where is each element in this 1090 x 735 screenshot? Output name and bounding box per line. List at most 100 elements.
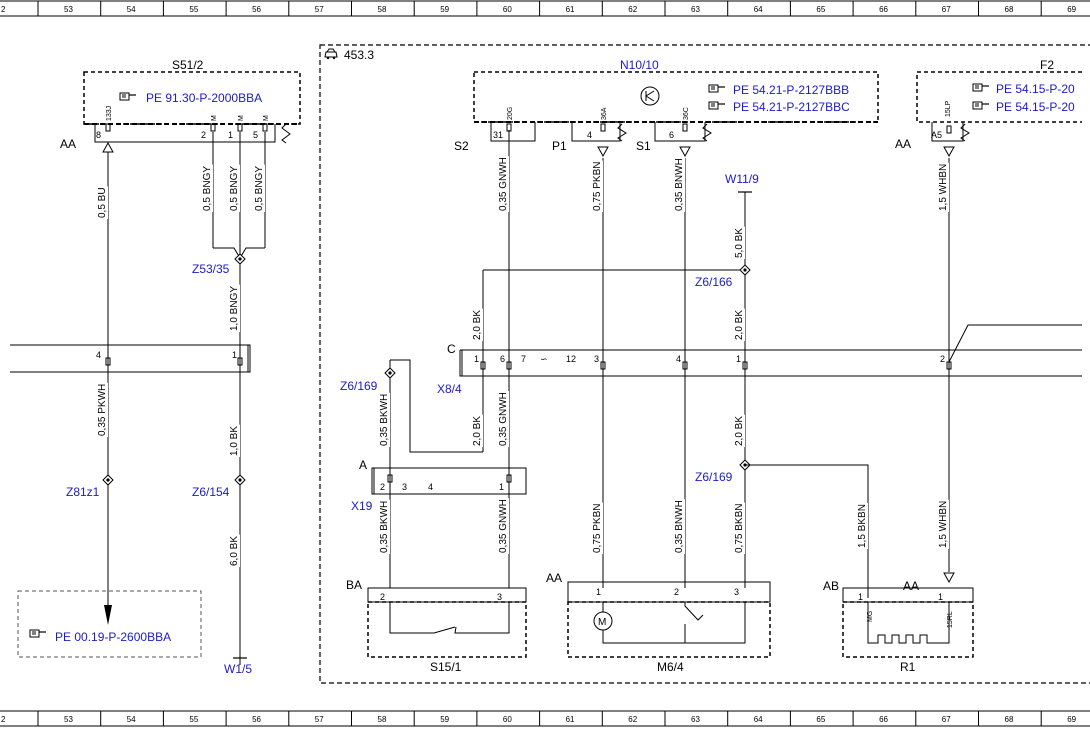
x8-4-pin-7: 2 <box>940 354 945 364</box>
splice-z81z1 <box>102 474 114 486</box>
top-ruler-col-7: 59 <box>440 5 449 14</box>
n10-10-tag-0: S2 <box>454 139 469 153</box>
bottom-ruler-col-17: 69 <box>1067 715 1076 724</box>
splice-z6-154 <box>234 474 246 486</box>
wire-label-w_bk_20a: 2,0 BK <box>472 310 483 340</box>
wire-label-w_bngy3: 0,5 BNGY <box>254 166 265 211</box>
top-ruler-col-16: 68 <box>1005 5 1014 14</box>
left-conn-pin-1: 1 <box>232 350 237 360</box>
s51-2-sig-3: M <box>263 115 270 121</box>
n10-10-tag-1: P1 <box>552 139 567 153</box>
bottom-ruler-col-4: 56 <box>252 715 261 724</box>
s51-2-box <box>83 71 301 125</box>
x8-4-label: C <box>447 342 456 356</box>
switch-symbol-icon <box>640 86 660 106</box>
x8-4-pin-0: 1 <box>474 354 479 364</box>
r1-pin-1b: 1 <box>938 592 943 602</box>
s51-2-pin-1: 2 <box>201 130 206 140</box>
wire-label-w_bkbn_15: 1,5 BKBN <box>857 504 868 548</box>
area-label: 453.3 <box>344 48 374 62</box>
left-conn-pin-4: 4 <box>96 350 101 360</box>
wire-label-w_bk_20c: 2,0 BK <box>472 416 483 446</box>
wire-label-w_bngy1: 0,5 BNGY <box>202 166 213 211</box>
m6-4-label: AA <box>546 571 562 585</box>
splice-z53-35-label: Z53/35 <box>192 262 230 276</box>
splice-z6-154-label: Z6/154 <box>192 485 230 499</box>
pointing-hand-icon <box>972 101 990 110</box>
x8-4-wave: ∽ <box>540 354 548 364</box>
x8-4-pin-5: 4 <box>676 354 681 364</box>
s15-1-pin-3: 3 <box>497 592 502 602</box>
bottom-ruler-col-14: 66 <box>879 715 888 724</box>
wire-label-w_bngy2: 0,5 BNGY <box>229 166 240 211</box>
m6-4-title: M6/4 <box>657 660 684 674</box>
n10-10-box <box>473 71 879 123</box>
m6-4-pin-1: 1 <box>596 587 601 597</box>
car-icon <box>324 48 338 60</box>
top-ruler-col-0: 2 <box>1 5 6 14</box>
s51-2-sig-2: M <box>238 115 245 121</box>
n10-10-sig-0: 20G <box>507 107 514 120</box>
wire-label-w_bkwh_b: 0,35 BKWH <box>379 501 390 553</box>
svg-text:M: M <box>598 617 606 628</box>
pe-bottom-box <box>17 590 202 658</box>
motor-icon: M <box>593 611 613 631</box>
m6-4-box <box>567 601 771 658</box>
s51-2-sig-1: M <box>211 115 218 121</box>
x19-label: A <box>359 458 367 472</box>
x19-pin-3: 1 <box>499 482 504 492</box>
r1-title: R1 <box>900 660 916 674</box>
f2-ref-2[interactable]: PE 54.15-P-20 <box>996 100 1075 114</box>
n10-10-pin-2: 6 <box>669 130 674 140</box>
wire-label-w_bk_50: 5,0 BK <box>734 228 745 258</box>
bottom-ruler-col-16: 68 <box>1005 715 1014 724</box>
top-ruler-col-6: 58 <box>378 5 387 14</box>
x8-4-pin-4: 3 <box>594 354 599 364</box>
x8-4-pin-2: 7 <box>521 354 526 364</box>
r1-pin-1a: 1 <box>858 592 863 602</box>
s51-2-ground: AA <box>60 137 76 151</box>
top-ruler-col-3: 55 <box>189 5 198 14</box>
pointing-hand-icon <box>708 84 726 93</box>
wire-label-w_bu: 0,5 BU <box>97 187 108 218</box>
splice-z53-35 <box>234 253 246 265</box>
wire-label-w_bngy_main: 1,0 BNGY <box>229 286 240 331</box>
bottom-ruler-col-12: 64 <box>754 715 763 724</box>
s51-2-ref[interactable]: PE 91.30-P-2000BBA <box>146 91 262 105</box>
s15-1-pin-2: 2 <box>380 592 385 602</box>
n10-10-sig-1: 36A <box>601 107 608 120</box>
top-ruler-col-15: 67 <box>942 5 951 14</box>
wire-label-w_bk_60: 6,0 BK <box>229 536 240 566</box>
bottom-ruler-col-9: 61 <box>566 715 575 724</box>
x8-4-pin-3: 12 <box>566 354 576 364</box>
s15-1-box <box>367 601 527 658</box>
top-ruler-col-8: 60 <box>503 5 512 14</box>
x19-pin-1: 3 <box>402 482 407 492</box>
f2-title: F2 <box>1040 58 1054 72</box>
w11-9-label: W11/9 <box>725 172 759 186</box>
area-frame <box>319 44 1090 684</box>
n10-10-ref-1[interactable]: PE 54.21-P-2127BBB <box>733 83 849 97</box>
x19-title: X19 <box>351 499 373 513</box>
s51-2-pin-0: 8 <box>96 130 101 140</box>
top-ruler-col-9: 61 <box>566 5 575 14</box>
f2-ref-1[interactable]: PE 54.15-P-20 <box>996 82 1075 96</box>
s15-1-title: S15/1 <box>430 660 462 674</box>
pe-bottom-ref[interactable]: PE 00.19-P-2600BBA <box>55 630 171 644</box>
n10-10-ref-2[interactable]: PE 54.21-P-2127BBC <box>733 100 850 114</box>
r1-sig-15rl: 15RL <box>947 611 954 628</box>
bottom-ruler-col-8: 60 <box>503 715 512 724</box>
top-ruler-col-12: 64 <box>754 5 763 14</box>
splice-z6-169-a <box>384 367 396 379</box>
wire-label-w_pkwh: 0,35 PKWH <box>97 384 108 436</box>
r1-label-ab: AB <box>823 579 839 593</box>
x19-pin-2: 4 <box>428 482 433 492</box>
n10-10-sig-2: 36C <box>683 107 690 120</box>
n10-10-pin-1: 4 <box>587 130 592 140</box>
r1-box <box>842 601 974 658</box>
f2-ground: AA <box>895 137 911 151</box>
top-ruler-col-13: 65 <box>816 5 825 14</box>
top-ruler-col-17: 69 <box>1067 5 1076 14</box>
top-ruler-col-4: 56 <box>252 5 261 14</box>
